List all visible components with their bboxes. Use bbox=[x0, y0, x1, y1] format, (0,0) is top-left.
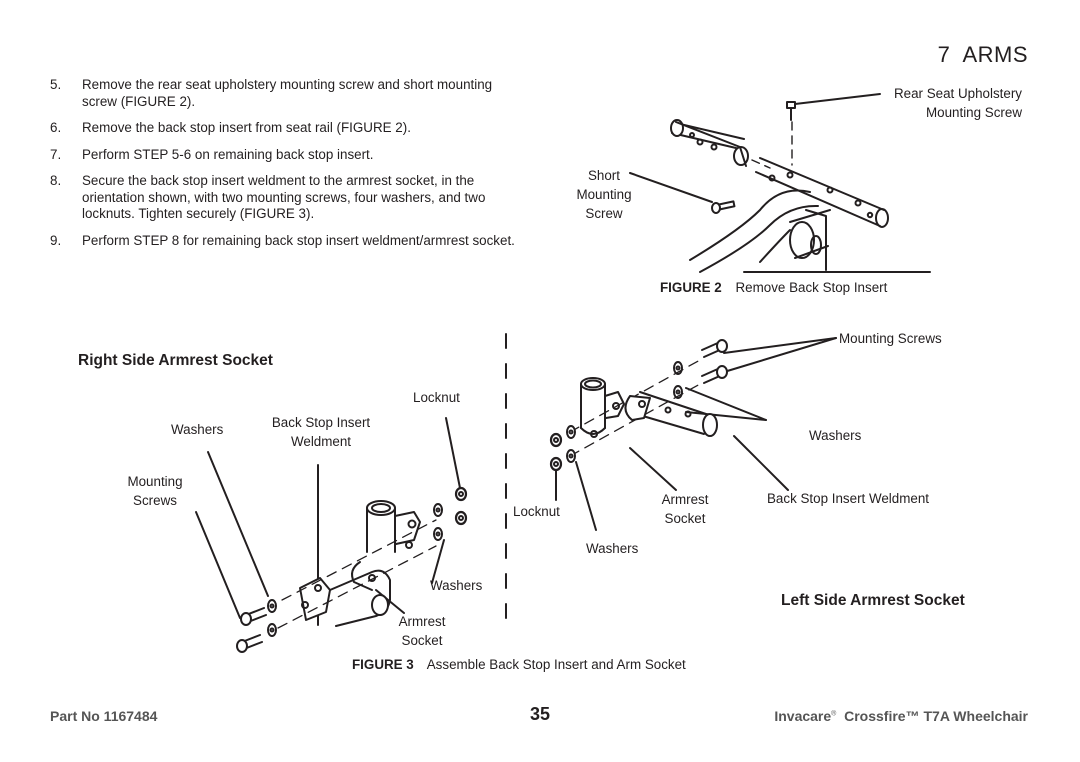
step-number: 6. bbox=[50, 120, 62, 135]
left-locknut-label: Locknut bbox=[513, 504, 560, 519]
rear-seat-screw-label: Rear Seat Upholstery Mounting Screw bbox=[893, 86, 1022, 120]
step-number: 8. bbox=[50, 173, 62, 188]
page-number: 35 bbox=[530, 704, 551, 724]
section-number: 7 bbox=[937, 42, 951, 67]
step-text: Remove the rear seat upholstery mounting… bbox=[82, 77, 493, 109]
figure2-drawing bbox=[629, 93, 931, 273]
step-text: Perform STEP 8 for remaining back stop i… bbox=[82, 232, 515, 248]
step-item: 6. Remove the back stop insert from seat … bbox=[50, 120, 530, 137]
figure2-caption: FIGURE 2 Remove Back Stop Insert bbox=[660, 280, 887, 295]
figure2-caption-text: Remove Back Stop Insert bbox=[735, 280, 888, 295]
step-text: Perform STEP 5-6 on remaining back stop … bbox=[82, 146, 374, 162]
part-number: Part No 1167484 bbox=[50, 708, 158, 724]
step-item: 8. Secure the back stop insert weldment t… bbox=[50, 173, 530, 223]
section-title: 7 ARMS bbox=[938, 42, 1028, 68]
left-washers-bottom-label: Washers bbox=[586, 541, 639, 556]
brand-name: Invacare bbox=[774, 708, 832, 724]
step-number: 9. bbox=[50, 232, 62, 248]
washers-bottom-label: Washers bbox=[430, 578, 483, 593]
product-title: Crossfire™ T7A Wheelchair bbox=[844, 708, 1028, 724]
section-name: ARMS bbox=[962, 42, 1028, 67]
mounting-screws-label: Mounting Screws bbox=[127, 474, 183, 508]
step-item: 5. Remove the rear seat upholstery mounti… bbox=[50, 77, 530, 110]
instruction-steps: 5. Remove the rear seat upholstery mounti… bbox=[50, 77, 530, 259]
left-armrest-socket-label: Armrest Socket bbox=[661, 492, 709, 526]
step-text: Secure the back stop insert weldment to … bbox=[82, 173, 486, 221]
washers-top-label: Washers bbox=[171, 422, 224, 437]
product-name: Invacare® Crossfire™ T7A Wheelchair bbox=[774, 708, 1028, 724]
figure2-caption-label: FIGURE 2 bbox=[660, 280, 722, 295]
left-side-heading: Left Side Armrest Socket bbox=[781, 592, 965, 609]
left-back-stop-label: Back Stop Insert Weldment bbox=[767, 491, 930, 506]
figure3-left-drawing bbox=[549, 337, 837, 531]
figure3-caption: FIGURE 3 Assemble Back Stop Insert and A… bbox=[352, 657, 686, 672]
left-mounting-screws-label: Mounting Screws bbox=[839, 331, 942, 346]
figure3-caption-text: Assemble Back Stop Insert and Arm Socket bbox=[426, 657, 686, 672]
figure3-right-drawing bbox=[195, 417, 468, 653]
right-side-heading: Right Side Armrest Socket bbox=[78, 352, 273, 369]
step-item: 7. Perform STEP 5-6 on remaining back sto… bbox=[50, 147, 530, 164]
step-text: Remove the back stop insert from seat ra… bbox=[82, 120, 411, 135]
step-item: 9. Perform STEP 8 for remaining back stop… bbox=[50, 233, 530, 250]
step-number: 7. bbox=[50, 146, 62, 162]
figure3-caption-label: FIGURE 3 bbox=[352, 657, 414, 672]
short-screw-label: Short Mounting Screw bbox=[576, 168, 632, 221]
left-washers-label: Washers bbox=[809, 428, 862, 443]
step-number: 5. bbox=[50, 77, 62, 92]
registered-mark: ® bbox=[831, 710, 837, 718]
back-stop-weldment-label: Back Stop Insert Weldment bbox=[271, 415, 371, 449]
locknut-label: Locknut bbox=[413, 390, 460, 405]
armrest-socket-label: Armrest Socket bbox=[398, 614, 446, 648]
